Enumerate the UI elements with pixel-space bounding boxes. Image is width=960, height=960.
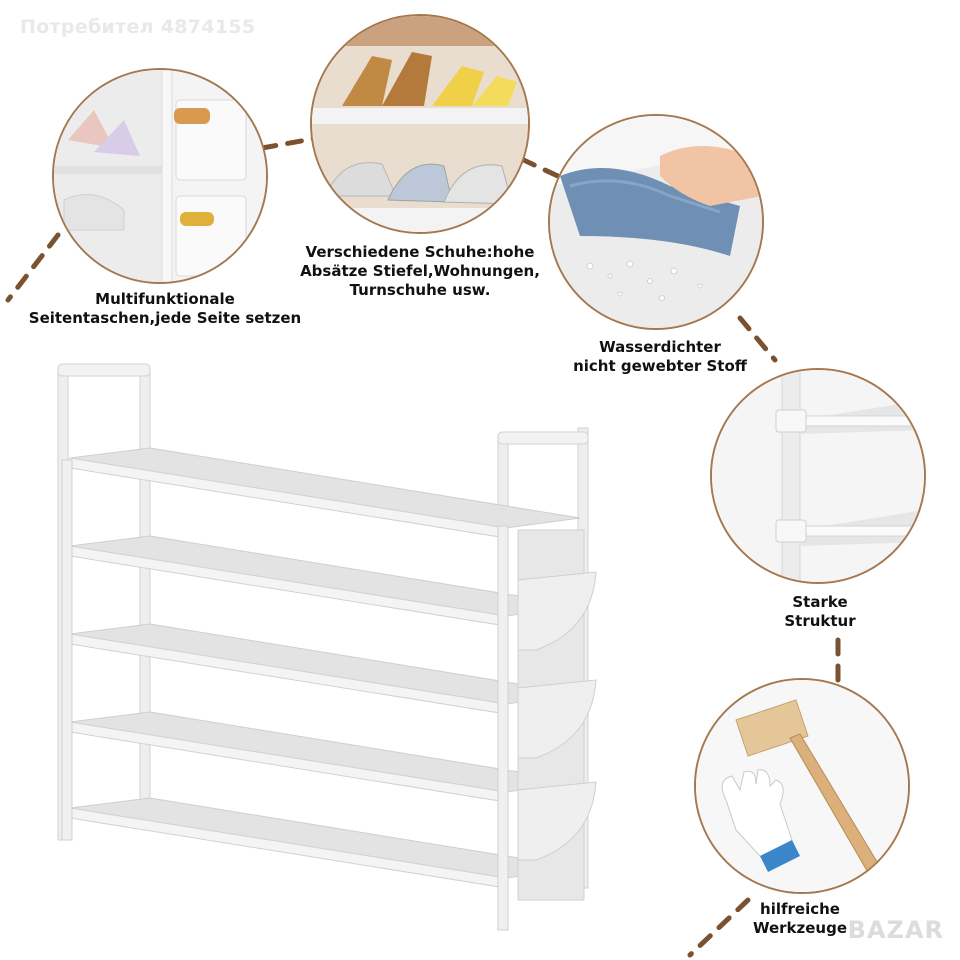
shoe-rack-image	[57, 363, 597, 931]
side-pockets-image	[52, 68, 268, 284]
waterproof-fabric-label: Wasserdichter nicht gewebter Stoff	[560, 338, 760, 376]
shoes-image	[310, 14, 530, 234]
helpful-tools-label-line2: Werkzeuge	[752, 919, 848, 937]
shoes-label-line1: Verschiedene Schuhe:hohe	[305, 243, 535, 261]
waterproof-fabric-label-line1: Wasserdichter	[599, 338, 721, 356]
strong-structure-image	[710, 368, 926, 584]
side-pockets-label: Multifunktionale Seitentaschen,jede Seit…	[20, 290, 310, 328]
strong-structure-label-line2: Struktur	[784, 612, 856, 630]
waterproof-fabric-image	[548, 114, 764, 330]
helpful-tools-label-line1: hilfreiche	[760, 900, 840, 918]
strong-structure-label: Starke Struktur	[760, 593, 880, 631]
waterproof-fabric-label-line2: nicht gewebter Stoff	[573, 357, 747, 375]
shoes-label: Verschiedene Schuhe:hohe Absätze Stiefel…	[285, 243, 555, 300]
side-pockets-label-line2: Seitentaschen,jede Seite setzen	[28, 309, 302, 327]
shoes-label-line2: Absätze Stiefel,Wohnungen,	[300, 262, 540, 280]
helpful-tools-image	[694, 678, 910, 894]
brand-watermark: BAZAR	[847, 916, 944, 944]
side-pockets-label-line1: Multifunktionale	[95, 290, 235, 308]
shoes-label-line3: Turnschuhe usw.	[349, 281, 491, 299]
strong-structure-label-line1: Starke	[792, 593, 848, 611]
watermark-text: Потребител 4874155	[20, 16, 256, 38]
helpful-tools-label: hilfreiche Werkzeuge	[740, 900, 860, 938]
